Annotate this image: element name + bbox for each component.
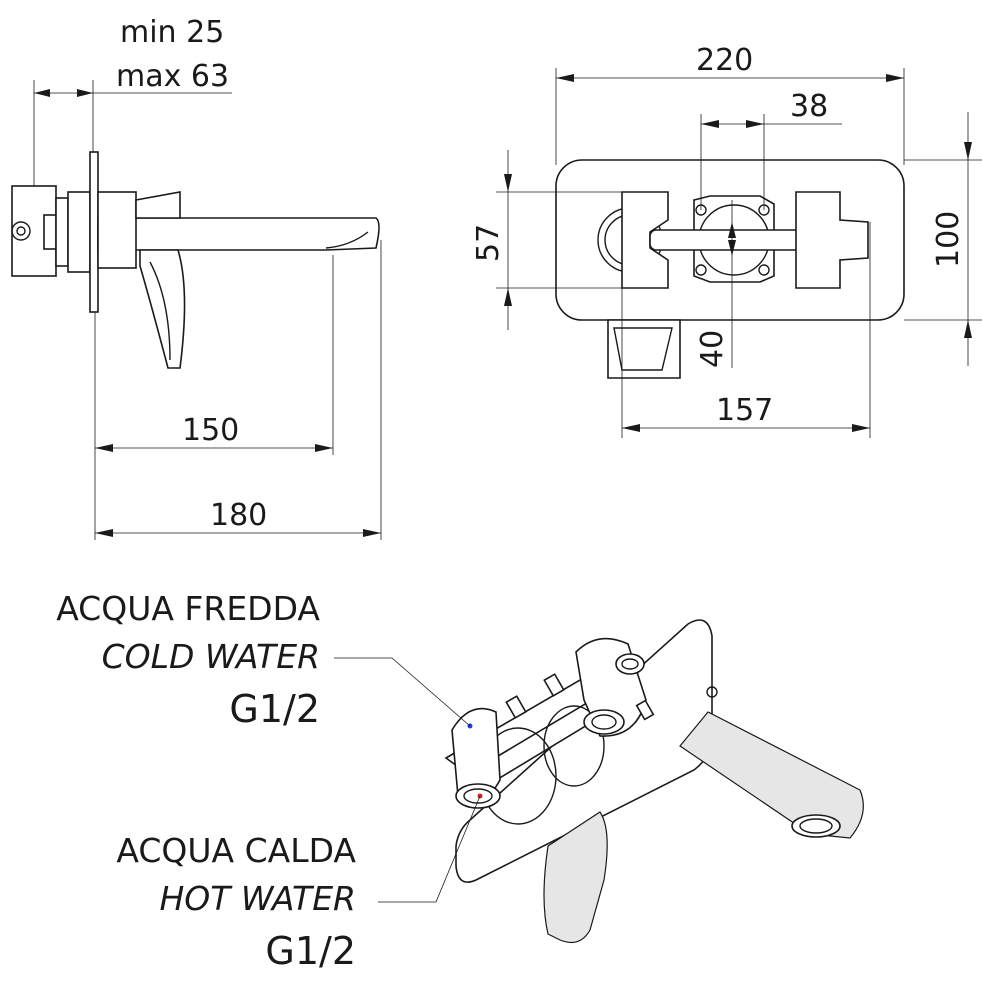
plate-width-label: 220 [696, 43, 753, 78]
cold-leader-line [334, 657, 471, 727]
isometric-view [334, 619, 864, 943]
front-view: 220 38 57 100 40 157 [471, 43, 982, 438]
iso-spout-outlet [791, 814, 841, 838]
hot-leader-line [378, 795, 481, 903]
total-depth-label: 180 [210, 498, 267, 533]
wall-max-label: max 63 [116, 59, 229, 94]
plate-height-label: 100 [931, 211, 966, 268]
body-height-label: 57 [471, 224, 506, 262]
spout-projection-label: 150 [182, 413, 239, 448]
cold-label-it: ACQUA FREDDA [56, 589, 320, 628]
front-left-valve [621, 191, 669, 289]
body-width-label: 157 [716, 393, 773, 428]
front-right-valve [795, 191, 869, 289]
side-spout [97, 217, 380, 251]
iso-lever [543, 811, 608, 943]
iso-spout [679, 711, 864, 839]
hot-label-en: HOT WATER [159, 879, 356, 918]
side-lever [139, 249, 186, 369]
iso-wall-plate [455, 619, 713, 883]
side-view: min 25 max 63 150 180 [11, 15, 382, 540]
cold-label-en: COLD WATER [102, 637, 320, 676]
side-wall-plate [89, 151, 99, 313]
spout-offset-label: 40 [695, 330, 730, 368]
front-spout [607, 319, 681, 379]
valve-spacing-label: 38 [790, 89, 828, 124]
cold-thread-label: G1/2 [229, 687, 320, 731]
hot-thread-label: G1/2 [265, 929, 356, 973]
hot-label-it: ACQUA CALDA [116, 831, 356, 870]
wall-min-label: min 25 [120, 15, 224, 50]
labels: ACQUA FREDDA COLD WATER G1/2 ACQUA CALDA… [56, 589, 356, 973]
